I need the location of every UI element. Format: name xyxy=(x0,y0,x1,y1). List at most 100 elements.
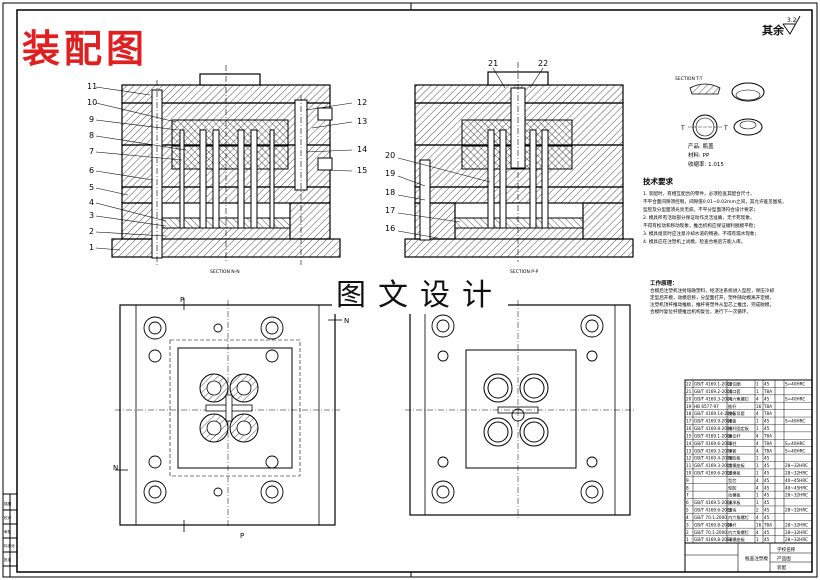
balloon-20: 20 xyxy=(385,151,395,160)
svg-text:校对: 校对 xyxy=(4,515,12,520)
bom-cell: 导柱 xyxy=(728,440,737,447)
bom-cell: 45 xyxy=(764,463,770,468)
bom-cell: 18 xyxy=(686,411,692,416)
bom-cell: 17 xyxy=(686,419,692,424)
bom-cell: 推杆固定板 xyxy=(728,425,750,432)
bom-cell: 10 xyxy=(686,471,692,476)
balloon-6: 6 xyxy=(89,166,94,175)
bom-cell: 1 xyxy=(756,419,759,424)
bom-cell: 12 xyxy=(686,456,692,461)
bom-cell: 16 xyxy=(686,426,692,431)
roughness-symbol xyxy=(782,15,801,35)
bom-cell: GB/T 4169.8-2006 xyxy=(694,426,733,431)
bom-cell: 45 xyxy=(764,530,770,535)
svg-text:P: P xyxy=(180,296,184,304)
bom-cell: 1 xyxy=(756,471,759,476)
balloon-14: 14 xyxy=(357,145,367,154)
bom-cell: 45 xyxy=(764,382,770,387)
bom-cell: GB/T 4169.14-2006 xyxy=(694,411,735,416)
svg-text:审核: 审核 xyxy=(4,529,12,534)
svg-text:工作原理：: 工作原理： xyxy=(650,279,678,287)
bom-cell: 1 xyxy=(756,382,759,387)
bom-cell: 3 xyxy=(686,522,689,527)
balloon-11: 11 xyxy=(87,82,97,91)
bom-cell: 40~45HRC xyxy=(785,485,808,490)
bom-cell: 1 xyxy=(756,500,759,505)
bom-cell: 28~32HRC xyxy=(785,537,808,542)
svg-text:P: P xyxy=(240,532,244,540)
balloon-7: 7 xyxy=(89,147,94,156)
bom-cell: 45 xyxy=(764,456,770,461)
title-block xyxy=(684,542,813,573)
bom-cell: 7 xyxy=(686,493,689,498)
bom-cell: 型腔板 xyxy=(728,455,741,462)
balloon-19: 19 xyxy=(385,169,395,178)
bom-cell: 45 xyxy=(764,426,770,431)
balloon-12: 12 xyxy=(357,98,367,107)
bom-cell: GB/T 4169.1-2006 xyxy=(694,382,733,387)
plan-view-fixed-half xyxy=(405,300,635,518)
bom-cell: S=40HRC xyxy=(785,448,805,453)
balloon-3: 3 xyxy=(89,211,94,220)
bom-cell: S=40HRC xyxy=(785,441,805,446)
balloon-18: 18 xyxy=(385,188,395,197)
bom-cell: 45 xyxy=(764,493,770,498)
bom-cell: 28~32HRC xyxy=(785,463,808,468)
bom-cell: 推板导套 xyxy=(728,410,746,417)
bom-cell: 22 xyxy=(686,382,692,387)
bom-cell: 型腔 xyxy=(728,484,736,491)
svg-text:SECTION T-T: SECTION T-T xyxy=(675,76,703,82)
title-drawing-name: 瓶盖注塑模 xyxy=(745,555,768,562)
balloon-4: 4 xyxy=(89,198,94,207)
bom-cell: 4 xyxy=(756,485,759,490)
bom-cell: 定位圈 xyxy=(728,381,741,388)
bom-cell: 1 xyxy=(756,463,759,468)
bom-cell: 19 xyxy=(686,404,692,409)
svg-text:不得有松动和移动现象，推出机构应保证顺利脱模平稳；: 不得有松动和移动现象，推出机构应保证顺利脱模平稳； xyxy=(643,222,758,229)
svg-text:产品: 瓶盖: 产品: 瓶盖 xyxy=(688,142,714,150)
technical-requirements: 技术要求 1. 装配时，有相互配合的零件，必须检查其配合尺寸， 不平合面间隙须控… xyxy=(643,176,787,245)
bom-cell: 45 xyxy=(764,471,770,476)
bom-cell: 型芯 xyxy=(728,477,736,483)
bom-cell: 45 xyxy=(764,515,770,520)
bom-cell: GB/T 4169.3-2006 xyxy=(694,448,733,453)
balloon-10: 10 xyxy=(87,98,97,107)
bom-cell: 28~32HRC xyxy=(785,508,808,513)
bom-cell: 4 xyxy=(756,478,759,483)
bom-cell: 1 xyxy=(686,537,689,542)
balloon-5: 5 xyxy=(89,183,94,192)
title-school: 学校名称 xyxy=(777,546,796,553)
bom-cell: 4 xyxy=(756,433,759,438)
bom-cell: 20 xyxy=(686,396,692,401)
bom-cell: 45 xyxy=(764,485,770,490)
svg-text:1. 装配时，有相互配合的零件，必须检查其配合尺寸，: 1. 装配时，有相互配合的零件，必须检查其配合尺寸， xyxy=(643,190,755,197)
bom-cell: 4 xyxy=(756,411,759,416)
bom-cell: 45 xyxy=(764,419,770,424)
section-label-n: SECTION N-N xyxy=(210,269,240,275)
bom-cell: 8 xyxy=(686,485,689,490)
bom-cell: 6 xyxy=(686,500,689,505)
bom-cell: 导套 xyxy=(728,447,737,454)
inner-border xyxy=(16,9,813,573)
bom-cell: 动模座板 xyxy=(728,536,746,543)
bom-cell: 28~32HRC xyxy=(785,471,808,476)
bom-cell: 15 xyxy=(686,433,692,438)
bom-cell: 定模座板 xyxy=(728,462,746,469)
balloon-9: 9 xyxy=(89,115,94,124)
bom-cell: 16 xyxy=(756,522,762,527)
svg-text:N: N xyxy=(344,317,349,325)
bom-cell: GB/T 4169.1-2006 xyxy=(694,433,733,438)
balloon-22: 22 xyxy=(538,59,548,68)
bom-cell: 4 xyxy=(756,396,759,401)
balloon-13: 13 xyxy=(357,117,367,126)
bom-cell: 40~45HRC xyxy=(785,478,808,483)
bom-cell: GB/T 4169.3-2006 xyxy=(694,396,733,401)
bom-cell: 2 xyxy=(756,508,759,513)
bom-cell: 定模板 xyxy=(728,470,741,477)
bom-cell: 4 xyxy=(756,515,759,520)
bom-cell: HB 6577-97 xyxy=(694,404,719,409)
section-label-p: SECTION P-P xyxy=(510,269,538,275)
bom-cell: GB/T 4169.6-2006 xyxy=(694,471,733,476)
